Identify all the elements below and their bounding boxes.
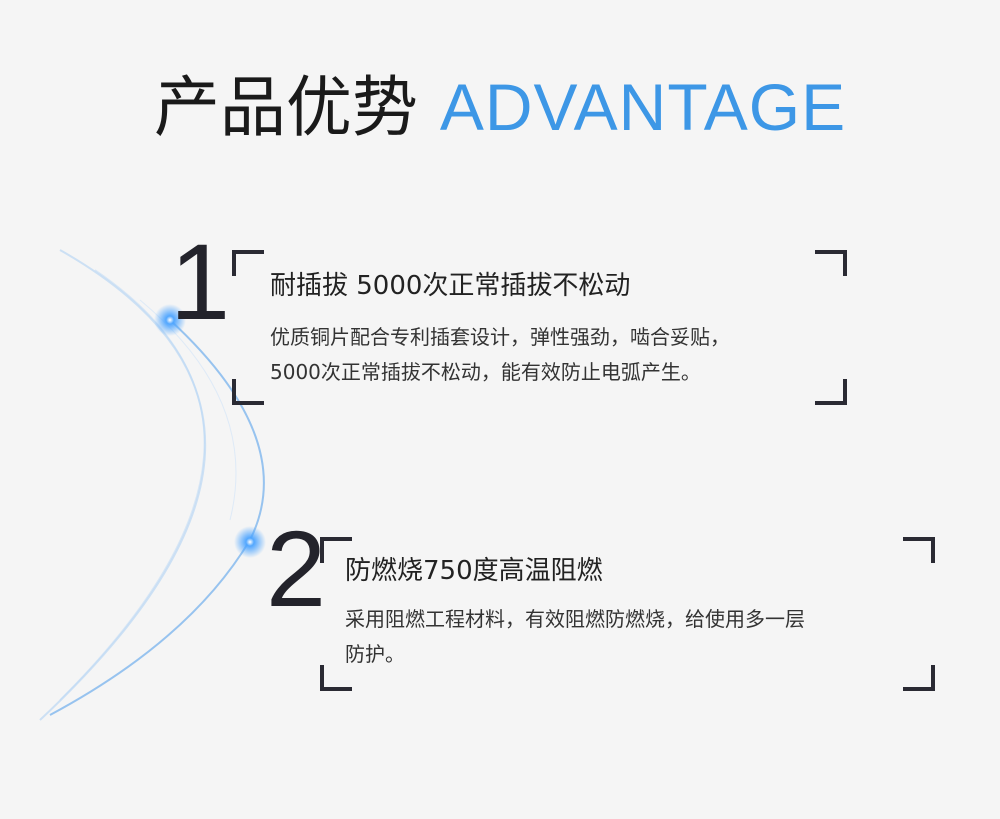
frame-corner-tl bbox=[232, 250, 264, 276]
feature-frame-2 bbox=[320, 537, 935, 691]
feature-desc-2-line-1: 采用阻燃工程材料，有效阻燃防燃烧，给使用多一层 bbox=[345, 607, 805, 631]
feature-desc-1-line-1: 优质铜片配合专利插套设计，弹性强劲，啮合妥贴， bbox=[270, 325, 730, 349]
frame-corner-bl bbox=[320, 665, 352, 691]
feature-desc-1: 优质铜片配合专利插套设计，弹性强劲，啮合妥贴， 5000次正常插拔不松动，能有效… bbox=[270, 320, 730, 390]
feature-desc-1-line-2: 5000次正常插拔不松动，能有效防止电弧产生。 bbox=[270, 360, 701, 384]
feature-number-2: 2 bbox=[266, 508, 327, 629]
feature-title-1: 耐插拔 5000次正常插拔不松动 bbox=[270, 271, 631, 301]
frame-corner-tr bbox=[815, 250, 847, 276]
feature-desc-2-line-2: 防护。 bbox=[345, 642, 405, 666]
page-title: 产品优势 ADVANTAGE bbox=[0, 62, 1000, 153]
glow-dot-1 bbox=[154, 304, 186, 336]
frame-corner-tl bbox=[320, 537, 352, 563]
frame-corner-br bbox=[903, 665, 935, 691]
title-chinese: 产品优势 bbox=[153, 69, 418, 146]
feature-number-1: 1 bbox=[170, 221, 231, 342]
frame-corner-bl bbox=[232, 379, 264, 405]
feature-desc-2: 采用阻燃工程材料，有效阻燃防燃烧，给使用多一层 防护。 bbox=[345, 602, 805, 672]
frame-corner-tr bbox=[903, 537, 935, 563]
glow-dot-2 bbox=[234, 526, 266, 558]
feature-frame-1 bbox=[232, 250, 847, 405]
title-english: ADVANTAGE bbox=[439, 70, 847, 144]
frame-corner-br bbox=[815, 379, 847, 405]
feature-title-2: 防燃烧750度高温阻燃 bbox=[345, 556, 603, 586]
